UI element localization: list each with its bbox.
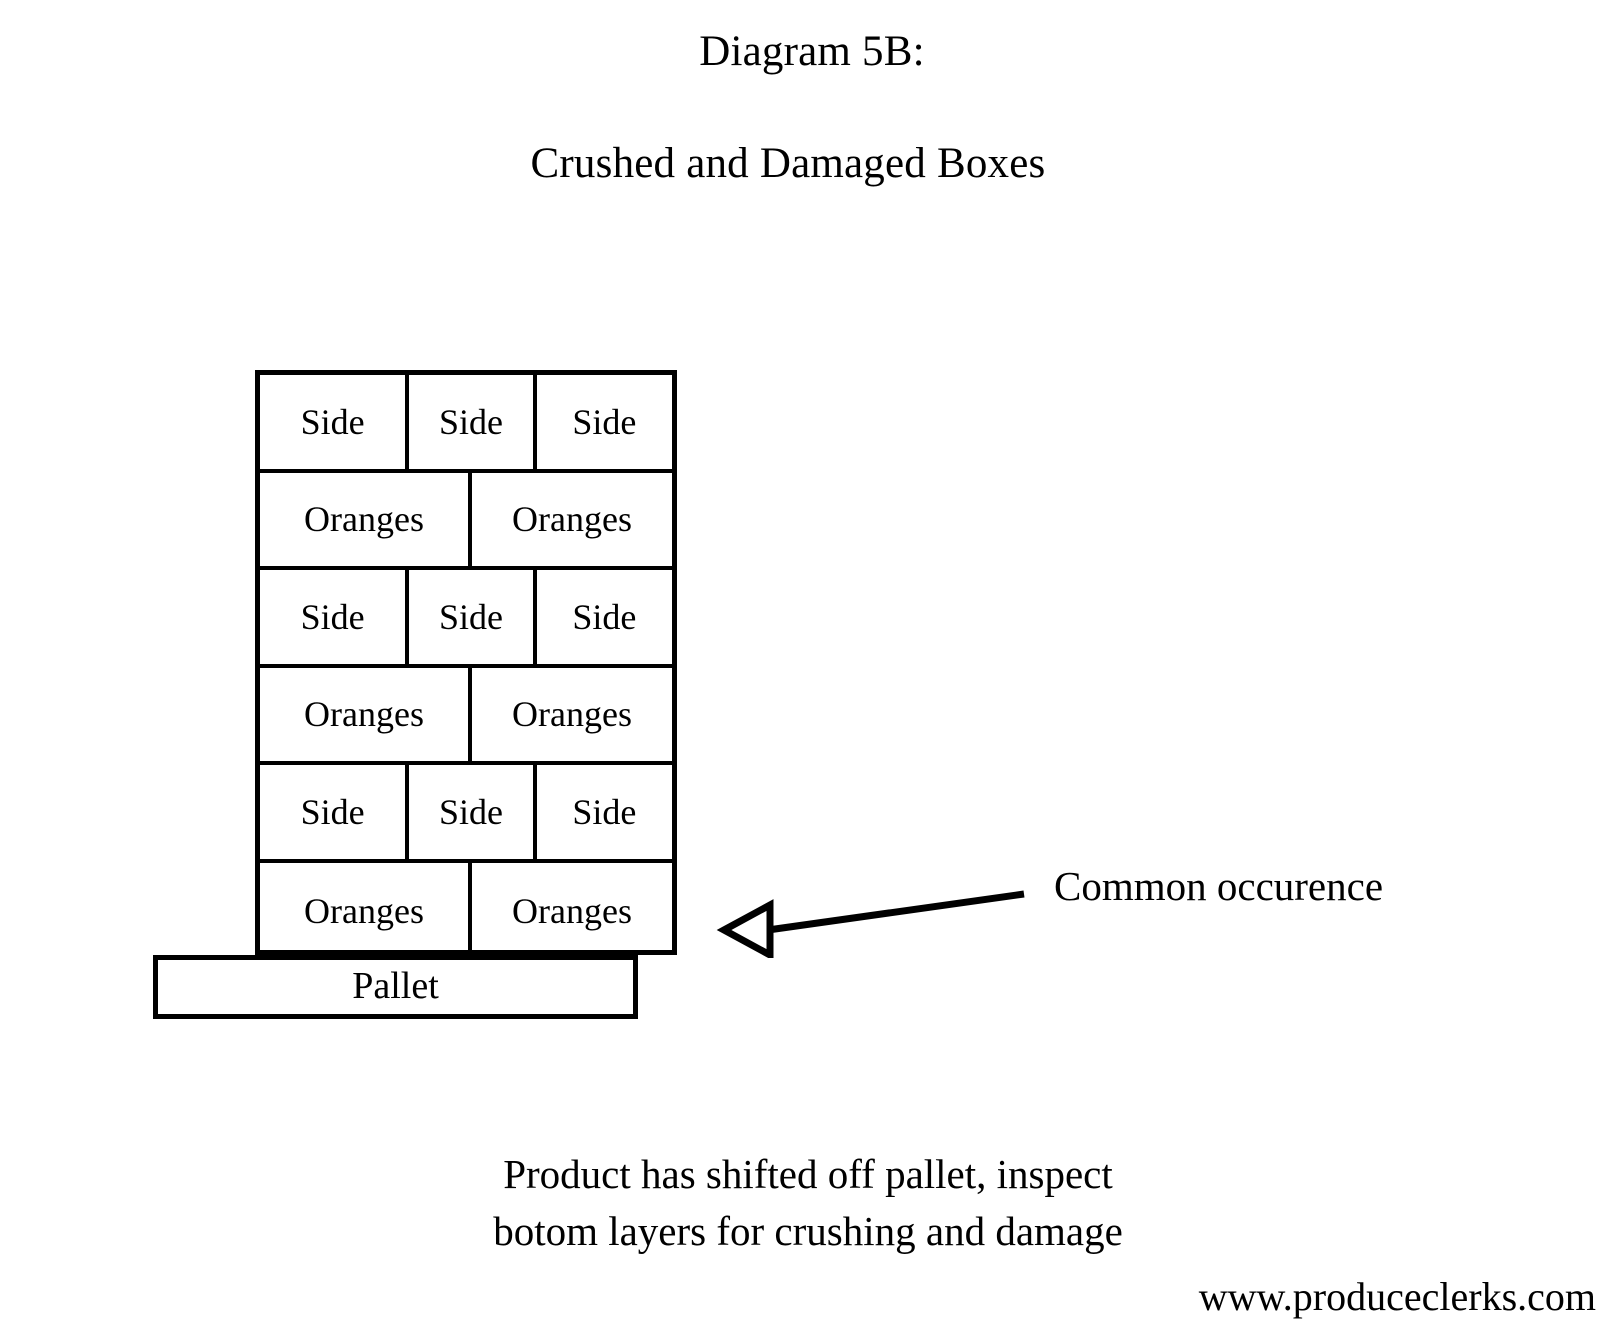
box-cell-side: Side xyxy=(260,375,410,469)
box-cell-oranges: Oranges xyxy=(260,472,472,566)
box-cell-oranges: Oranges xyxy=(512,694,632,735)
stack-row: Side Side Side xyxy=(260,570,672,668)
page-title-text: Diagram 5B: xyxy=(699,28,925,75)
pallet-label: Pallet xyxy=(352,965,439,1007)
box-cell-side: Side xyxy=(260,765,410,859)
box-cell-oranges: Oranges xyxy=(260,862,472,960)
box-cell-side: Side xyxy=(409,570,537,664)
box-cell-oranges: Oranges xyxy=(512,499,632,540)
caption: Product has shifted off pallet, inspect … xyxy=(0,1146,1600,1260)
caption-line-2: botom layers for crushing and damage xyxy=(493,1208,1123,1254)
arrow-shaft xyxy=(767,890,1025,934)
box-stack: Side Side Side Oranges Oranges Side Side… xyxy=(255,370,677,960)
box-cell-side: Side xyxy=(572,596,637,637)
pallet: Pallet xyxy=(153,955,638,1019)
box-cell-side: Side xyxy=(572,791,637,832)
footer-url: www.produceclerks.com xyxy=(1198,1274,1596,1319)
stack-row: Side Side Side xyxy=(260,765,672,863)
stack-row: Oranges Oranges xyxy=(260,472,672,570)
box-cell-side: Side xyxy=(260,570,410,664)
page-subtitle-text: Crushed and Damaged Boxes xyxy=(530,140,1046,187)
box-cell-side: Side xyxy=(572,401,637,442)
box-cell-oranges: Oranges xyxy=(260,667,472,761)
stack-row: Oranges Oranges xyxy=(260,667,672,765)
annotation-label: Common occurence xyxy=(1054,863,1384,909)
stack-row: Side Side Side xyxy=(260,375,672,473)
box-cell-oranges: Oranges xyxy=(512,891,632,932)
annotation-arrow-icon xyxy=(716,890,1025,958)
page-title: Diagram 5B: xyxy=(0,30,1600,73)
box-cell-side: Side xyxy=(409,765,537,859)
box-cell-side: Side xyxy=(409,375,537,469)
caption-line-1: Product has shifted off pallet, inspect xyxy=(503,1151,1113,1197)
arrow-head-icon xyxy=(716,899,774,958)
page-subtitle: Crushed and Damaged Boxes xyxy=(0,142,1600,185)
stack-row: Oranges Oranges xyxy=(260,862,672,960)
